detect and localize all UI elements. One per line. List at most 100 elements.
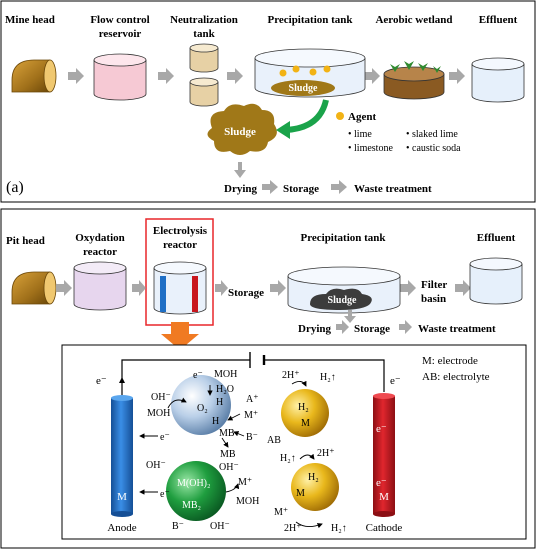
label-e-minus-left-1: e⁻ bbox=[160, 432, 170, 443]
label-h-2: H bbox=[212, 416, 219, 427]
electrolysis-reactor-icon bbox=[153, 261, 207, 315]
stage-neutralization-line2: tank bbox=[193, 28, 215, 40]
sludge-label-b: Sludge bbox=[328, 295, 357, 306]
arrow-down-b bbox=[344, 310, 356, 323]
e-minus-cathode-1: e⁻ bbox=[376, 423, 387, 435]
anode-electrode bbox=[111, 395, 133, 517]
stage-electrolysis-line1: Electrolysis bbox=[153, 225, 208, 237]
label-oh-minus-4: OH⁻ bbox=[210, 521, 230, 532]
label-moh-top: MOH bbox=[214, 369, 237, 380]
stage-pit-head: Pit head bbox=[6, 235, 45, 247]
anode-reaction-arrows bbox=[139, 385, 245, 448]
stage-precipitation-tank-b: Precipitation tank bbox=[300, 232, 386, 244]
arrow-right-b bbox=[399, 320, 412, 334]
precipitation-tank-a-icon: Sludge bbox=[254, 48, 366, 98]
label-oh-minus: OH⁻ bbox=[151, 392, 171, 403]
label-h2-up-2: H₂↑ bbox=[280, 453, 296, 464]
cathode-electrode bbox=[373, 393, 395, 517]
stage-oxydation-line2: reactor bbox=[83, 246, 117, 258]
label-h: H bbox=[216, 397, 223, 408]
mini-cathode bbox=[192, 276, 198, 312]
stage-precipitation-tank-a: Precipitation tank bbox=[267, 14, 353, 26]
stage-mine-head: Mine head bbox=[5, 14, 55, 26]
stage-filter-line1: Filter bbox=[421, 279, 447, 291]
sludge-label-big: Sludge bbox=[224, 126, 256, 138]
stage-effluent-a: Effluent bbox=[479, 14, 518, 26]
cathode-sphere-top bbox=[281, 389, 329, 437]
downstream-storage-a: Storage bbox=[283, 183, 319, 195]
label-2h-plus-1: 2H⁺ bbox=[282, 370, 300, 381]
cathode-top-arrow bbox=[291, 380, 307, 387]
sludge-label-small: Sludge bbox=[289, 83, 318, 94]
agent-item: • caustic soda bbox=[406, 143, 461, 154]
arrows-panel-a bbox=[68, 68, 465, 84]
stage-oxydation-line1: Oxydation bbox=[75, 232, 125, 244]
agent-dot bbox=[279, 69, 287, 77]
label-h2-up-1: H₂↑ bbox=[320, 372, 336, 383]
label-e-minus-left-2: e⁻ bbox=[160, 489, 170, 500]
pit-head-icon bbox=[11, 271, 57, 305]
legend-electrolyte: AB: electrolyte bbox=[422, 371, 490, 383]
aerobic-wetland-icon bbox=[383, 61, 445, 100]
label-oh-minus-3: OH⁻ bbox=[219, 462, 239, 473]
anode-sphere-hydroxide bbox=[166, 461, 226, 521]
agent-item: • slaked lime bbox=[406, 129, 458, 140]
stage-neutralization-line1: Neutralization bbox=[170, 14, 238, 26]
label-m-sphere-1: M bbox=[301, 418, 310, 429]
arrow-right-b bbox=[336, 320, 349, 334]
label-2h-plus-2: 2H⁺ bbox=[317, 448, 335, 459]
legend-electrode: M: electrode bbox=[422, 355, 478, 367]
label-m-plus-3: M⁺ bbox=[274, 507, 288, 518]
wetland-plants bbox=[390, 61, 441, 73]
agent-dot bbox=[309, 68, 317, 76]
oxydation-reactor-icon bbox=[73, 261, 127, 311]
zoom-arrow bbox=[161, 322, 199, 350]
label-oh-minus-2: OH⁻ bbox=[146, 460, 166, 471]
downstream-drying-a: Drying bbox=[224, 183, 258, 195]
agent-item: • limestone bbox=[348, 143, 393, 154]
panel-a-label: (a) bbox=[6, 179, 24, 196]
label-h2-sphere-1: H₂ bbox=[298, 402, 309, 413]
cathode-bottom-arrows bbox=[295, 453, 323, 529]
sludge-layer-b bbox=[310, 288, 372, 310]
mine-head-icon bbox=[11, 59, 57, 93]
stage-aerobic-wetland: Aerobic wetland bbox=[375, 14, 452, 26]
arrow-right-a bbox=[262, 180, 278, 194]
agent-item: • lime bbox=[348, 129, 372, 140]
anode-label: Anode bbox=[107, 522, 136, 534]
e-minus-cathode-2: e⁻ bbox=[376, 477, 387, 489]
green-arrow-head bbox=[276, 121, 290, 139]
label-b-minus: B⁻ bbox=[246, 432, 258, 443]
panel-b-frame bbox=[0, 208, 536, 549]
label-mb: MB bbox=[219, 428, 235, 439]
electrolysis-detail-box bbox=[61, 344, 527, 540]
stage-flow-control-line2: reservoir bbox=[99, 28, 142, 40]
anode-sphere-oxidation bbox=[171, 375, 231, 435]
label-h2-sphere-2: H₂ bbox=[308, 472, 319, 483]
downstream-waste-a: Waste treatment bbox=[354, 183, 432, 195]
label-b-minus-2: B⁻ bbox=[172, 521, 184, 532]
cathode-sphere-bottom bbox=[291, 463, 339, 511]
label-a-plus: A⁺ bbox=[246, 394, 259, 405]
precipitation-tank-b-icon: Sludge bbox=[287, 266, 401, 314]
stage-electrolysis-line2: reactor bbox=[163, 239, 197, 251]
label-h2-up-3: H₂↑ bbox=[331, 523, 347, 534]
label-moh: MOH bbox=[147, 408, 170, 419]
agent-title: Agent bbox=[348, 111, 376, 123]
label-mb-2: MB bbox=[220, 449, 236, 460]
label-moh-2: MOH bbox=[236, 496, 259, 507]
cathode-label: Cathode bbox=[366, 522, 403, 534]
arrows-panel-b bbox=[56, 280, 471, 296]
stage-storage-mid: Storage bbox=[228, 287, 264, 299]
label-m-plus-2: M⁺ bbox=[238, 477, 252, 488]
label-m-oh2: M(OH)₂ bbox=[177, 478, 210, 489]
label-2h-plus-3: 2H⁺ bbox=[284, 523, 302, 534]
e-minus-anode-top: e⁻ bbox=[96, 375, 107, 387]
anode-bottom-arrows bbox=[139, 483, 240, 495]
stage-filter-line2: basin bbox=[421, 293, 446, 305]
agent-legend-dot bbox=[336, 112, 344, 120]
e-minus-cathode-top: e⁻ bbox=[390, 375, 401, 387]
agent-dot bbox=[292, 65, 300, 73]
agent-dot bbox=[323, 65, 331, 73]
downstream-waste-b: Waste treatment bbox=[418, 323, 496, 335]
